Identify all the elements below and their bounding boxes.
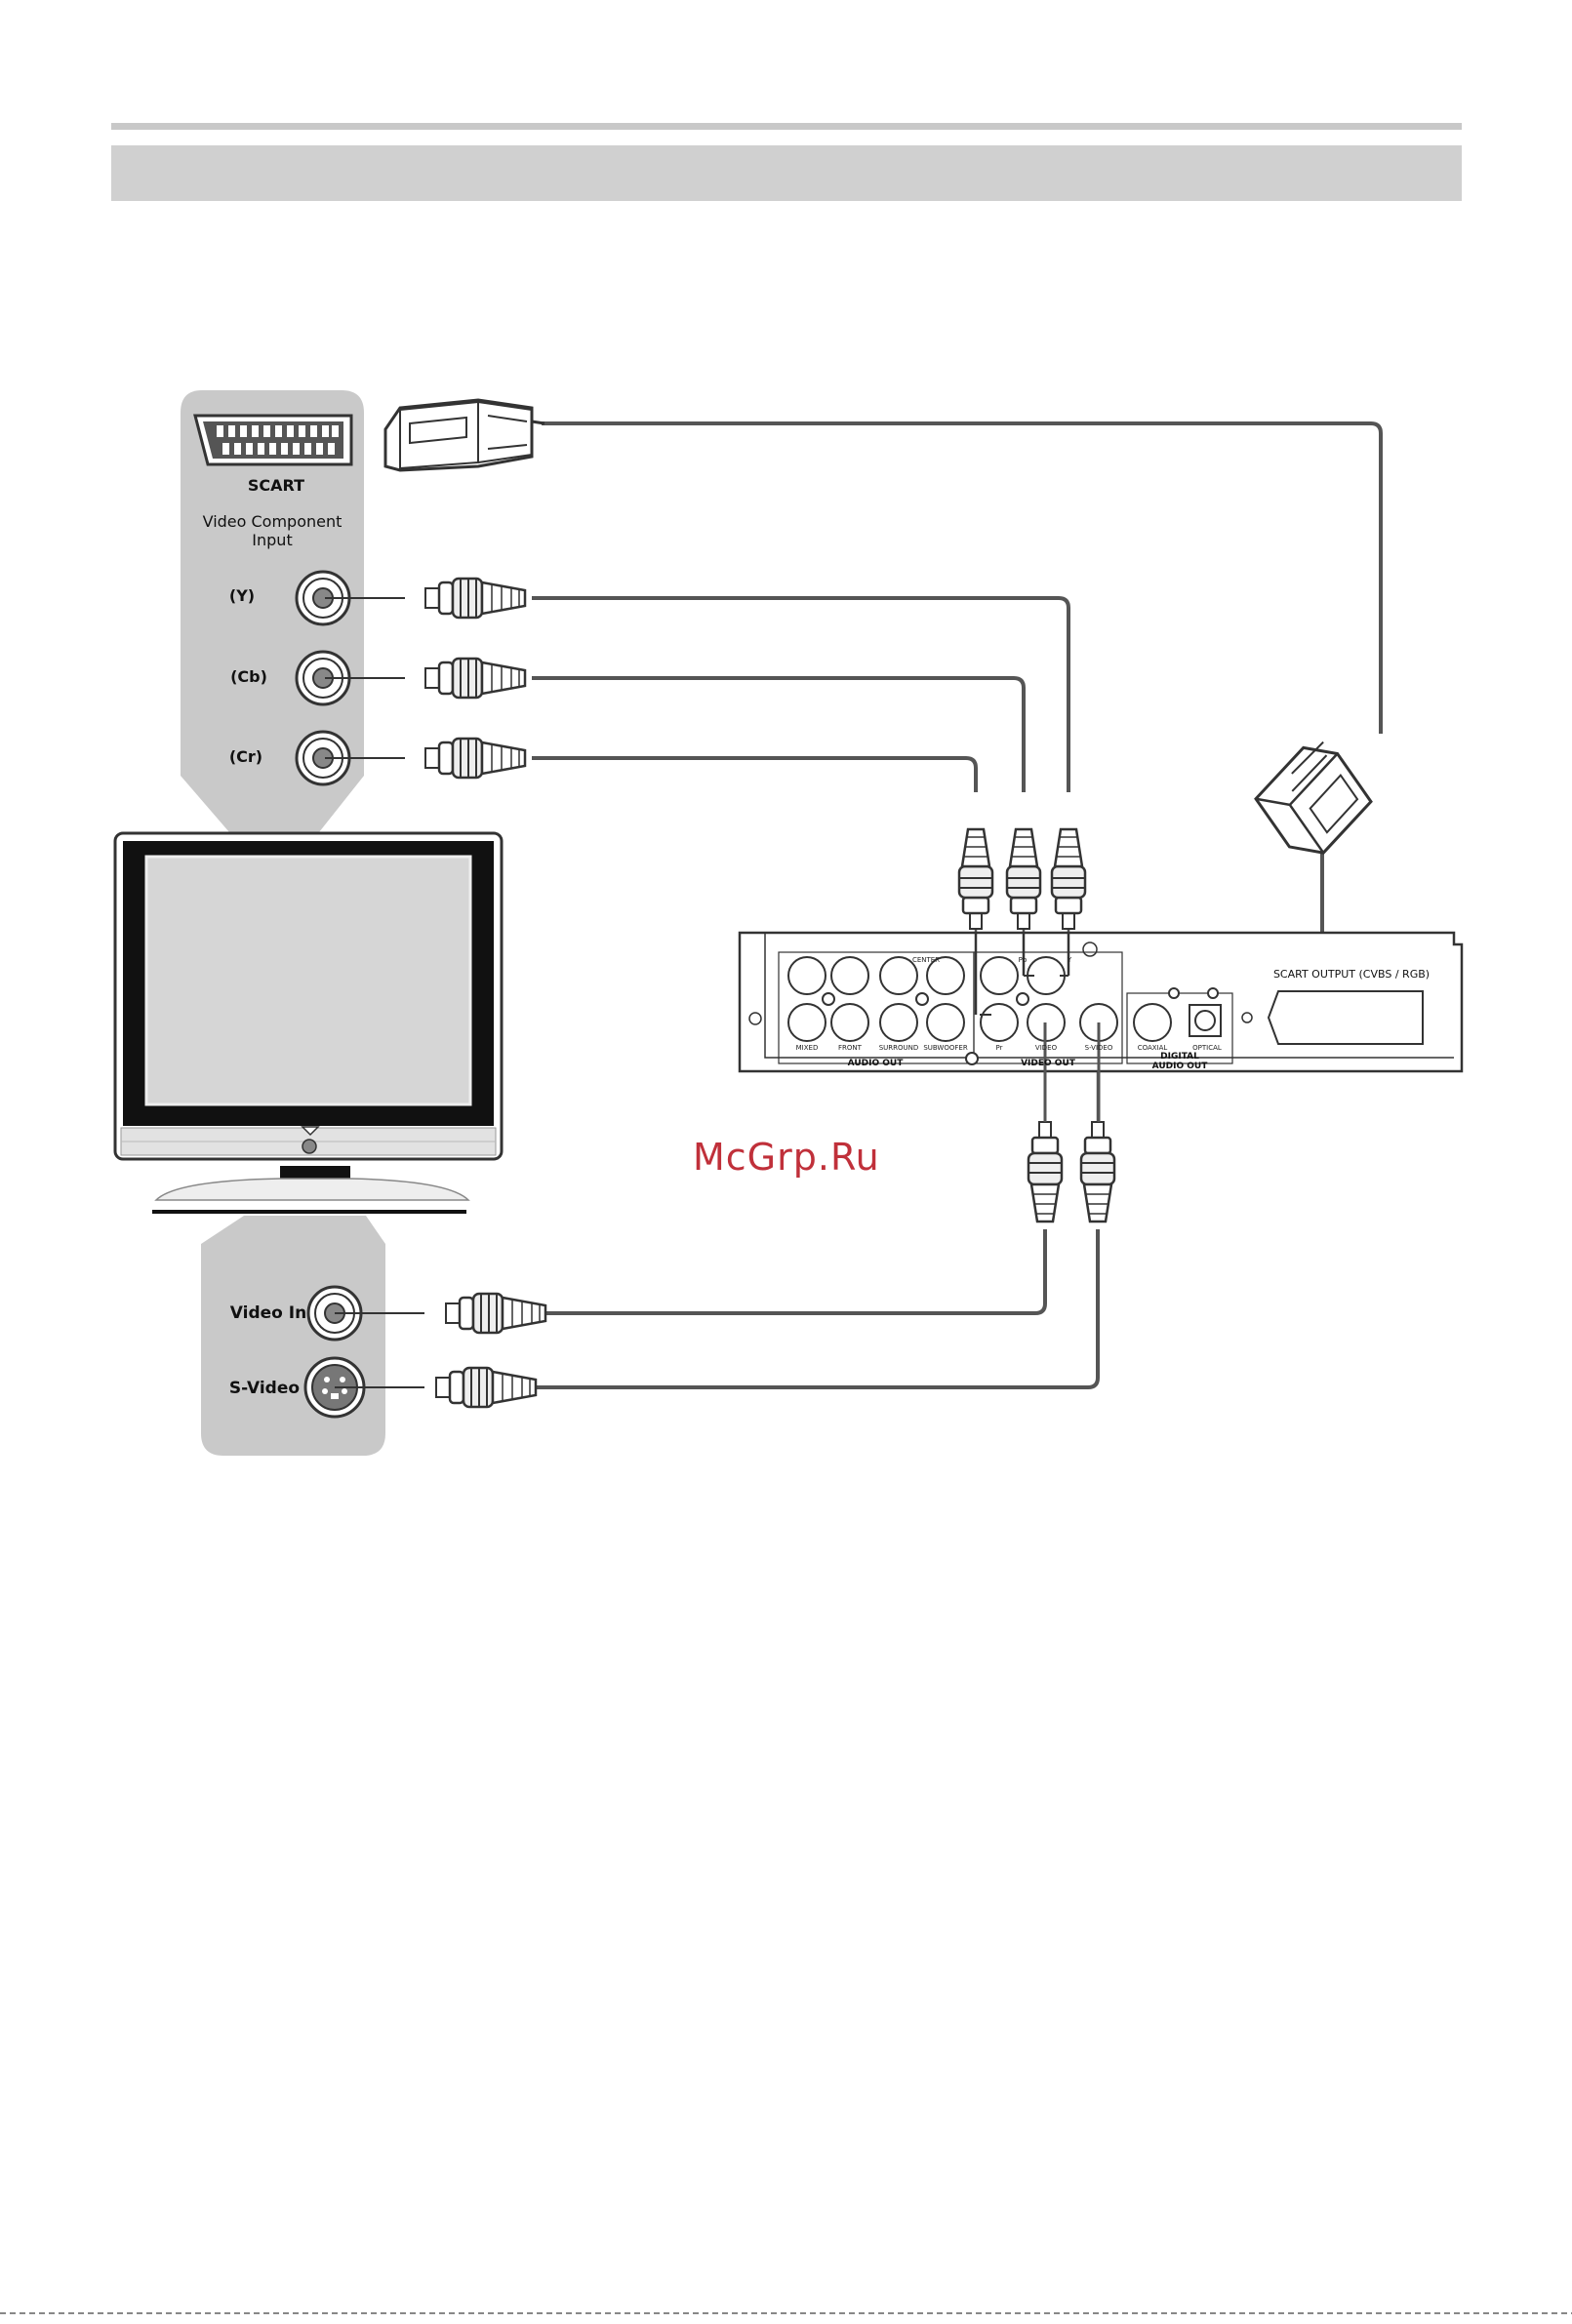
jack-label-coaxial: COAXIAL: [1138, 1044, 1168, 1052]
cb-player-plug: [1007, 829, 1040, 929]
scart-plug-player-side: [1247, 734, 1379, 866]
jack-label-center: CENTER: [912, 956, 940, 964]
component-input-title-line2: Input: [252, 531, 292, 549]
cr-input-label: (Cr): [229, 747, 262, 766]
jack-label-subwoofer: SUBWOOFER: [923, 1044, 968, 1052]
bottom-rule: [0, 2312, 1572, 2314]
scart-cable: [542, 423, 1381, 734]
cb-cable-plug: [425, 659, 525, 698]
television: [115, 833, 502, 1214]
scart-output-label: SCART OUTPUT (CVBS / RGB): [1273, 968, 1430, 981]
svideo-cable-plug: [436, 1368, 536, 1407]
y-player-plug: [1052, 829, 1085, 929]
tv-input-panel-bottom: [201, 1216, 385, 1456]
audio-out-label: AUDIO OUT: [848, 1059, 905, 1068]
cables: [532, 423, 1381, 1387]
jack-label-optical: OPTICAL: [1192, 1044, 1222, 1052]
cb-input-label: (Cb): [230, 667, 267, 686]
jack-label-surround: SURROUND: [879, 1044, 919, 1052]
y-cable-plug: [425, 579, 525, 618]
jack-label-pr: Pr: [996, 1044, 1003, 1052]
tv-scart-label: SCART: [248, 476, 304, 495]
video-in-label: Video In: [230, 1303, 306, 1323]
y-input-label: (Y): [229, 586, 255, 605]
jack-label-video: VIDEO: [1035, 1044, 1058, 1052]
tv-scart-socket: [195, 416, 351, 464]
jack-label-pb: Pb: [1019, 956, 1028, 964]
video-cable-plug: [446, 1294, 545, 1333]
svideo-in-label: S-Video: [229, 1379, 300, 1398]
dvd-player-rear-panel: SCART OUTPUT (CVBS / RGB) MIXED FRONT SU…: [740, 933, 1462, 1122]
cr-cable: [532, 758, 976, 792]
cb-cable: [532, 678, 1024, 792]
component-input-title-line1: Video Component: [203, 512, 343, 531]
jack-label-mixed: MIXED: [796, 1044, 819, 1052]
svideo-cable: [532, 1229, 1098, 1387]
jack-label-front: FRONT: [838, 1044, 863, 1052]
cr-cable-plug: [425, 739, 525, 778]
video-player-plug: [1028, 1122, 1062, 1222]
jack-label-y: Y: [1067, 956, 1072, 964]
watermark: McGrp.Ru: [693, 1136, 880, 1179]
scart-plug-tv-side: [385, 400, 544, 470]
jack-label-svideo: S-VIDEO: [1085, 1044, 1113, 1052]
digital-label: DIGITAL: [1160, 1052, 1199, 1062]
video-cable: [546, 1229, 1045, 1313]
digital-audio-out-label: AUDIO OUT: [1152, 1062, 1209, 1071]
svideo-player-plug: [1081, 1122, 1114, 1222]
video-out-label: VIDEO OUT: [1021, 1059, 1076, 1068]
cr-player-plug: [959, 829, 992, 929]
y-cable: [532, 598, 1068, 792]
